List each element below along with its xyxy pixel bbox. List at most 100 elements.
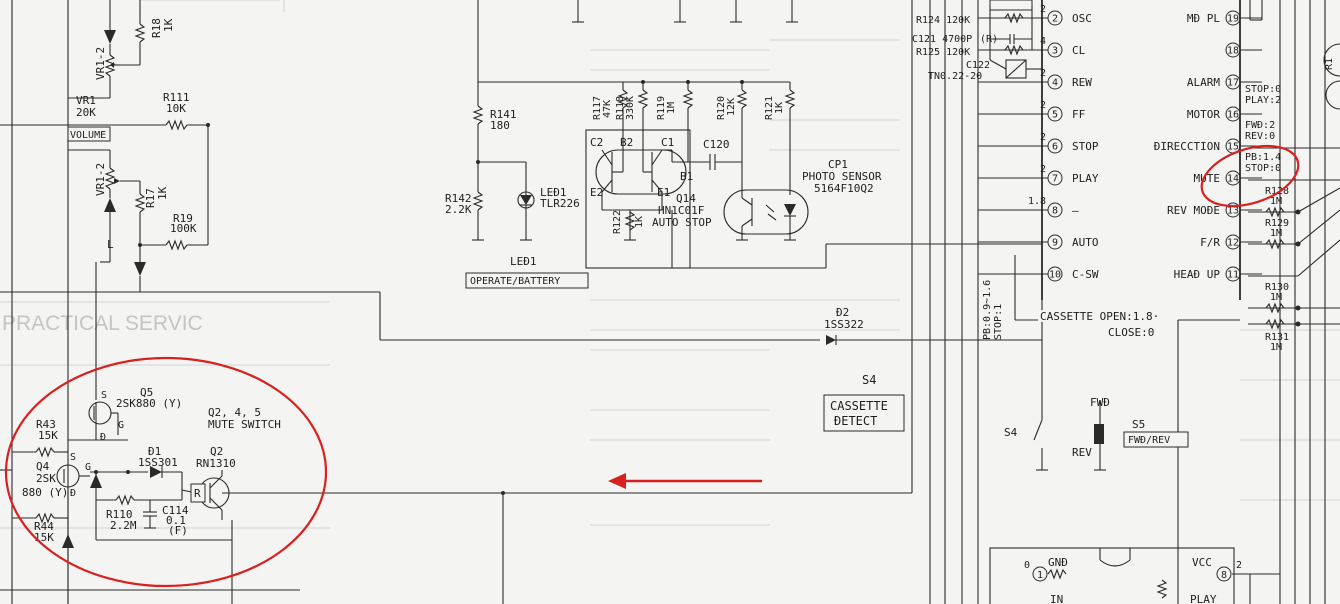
label-r19: R19 (173, 212, 193, 225)
left-volume-section: R18 1K VR1-2 VR1 20K VOLUME R111 10K VR1… (0, 0, 913, 604)
label-q4-s: S (70, 452, 76, 463)
label-operate-battery: OPERATE/BATTERY (470, 276, 560, 287)
ic-pin-number: 17 (1227, 78, 1239, 89)
label-r110-value: 2.2M (110, 519, 137, 532)
label-q4-part-b: 880 (Y) (22, 486, 68, 499)
label-q2: Q2 (210, 445, 223, 458)
label-b2: B2 (620, 136, 633, 149)
label-r128: R128 (1265, 186, 1289, 197)
label-cp1: CP1 (828, 158, 848, 171)
red-annotations (4, 144, 1300, 588)
label-r131: R131 (1265, 332, 1289, 343)
label-r125: R125 120K (916, 47, 970, 58)
ic-pin-circle (1047, 42, 1063, 58)
ic-pin-voltage: 2 (1040, 100, 1046, 111)
ic-pin-circle (1047, 138, 1063, 154)
label-q4-g: G (85, 462, 91, 473)
label-r130: R130 (1265, 282, 1289, 293)
ic-pin-voltage: 4 (1040, 36, 1046, 47)
ic-pin-circle (1047, 74, 1063, 90)
ic-pin-circle (1047, 234, 1063, 250)
ic-pin-number: 6 (1052, 142, 1058, 153)
label-r121-value: 1K (774, 102, 785, 114)
label-q14-desc: AUTO STOP (652, 216, 712, 229)
label-q5: Q5 (140, 386, 153, 399)
label-pb-voltage: PB:0.9~1.6 (982, 280, 993, 340)
label-d2: Ð2 (836, 306, 849, 319)
label-q2-part: RN1310 (196, 457, 236, 470)
note-play-2: PLAY:2 (1245, 95, 1281, 106)
label-r121: R121 (764, 96, 775, 120)
ic-pin-17: 17 ALARM (1187, 74, 1262, 90)
label-stop-voltage: STOP:1 (993, 304, 1004, 340)
ic-pin-number: 12 (1227, 238, 1239, 249)
middle-auto-stop-section: R141 180 R142 2.2K LEÐ1 TLR226 LEÐ1 OPER… (0, 0, 1042, 432)
label-vcc: VCC (1192, 556, 1212, 569)
label-c121-type: (R) (980, 34, 998, 45)
ic-pin-number: 7 (1052, 174, 1058, 185)
label-vr1-value: 20K (76, 106, 96, 119)
label-led1-part: TLR226 (540, 197, 580, 210)
label-q4-d: Ð (70, 488, 76, 499)
label-d2-part: 1SS322 (824, 318, 864, 331)
label-e2: E2 (590, 186, 603, 199)
note-stop-0-mute: STOP:0 (1245, 163, 1281, 174)
label-detect: ÐETECT (834, 414, 877, 428)
label-r17: R17 (144, 188, 157, 208)
label-r120-value: 12K (726, 98, 737, 116)
label-r43: R43 (36, 418, 56, 431)
label-r131-value: 1M (1270, 342, 1282, 353)
ic-pin-name: ALARM (1187, 76, 1220, 89)
ic-pin-name: MÐ PL (1187, 12, 1220, 25)
label-cp1-part: 5164F10Q2 (814, 182, 874, 195)
label-q14: Q14 (676, 192, 696, 205)
label-mute-switch: MUTE SWITCH (208, 418, 281, 431)
label-r110: R110 (106, 508, 133, 521)
label-d1: Ð1 (148, 445, 161, 458)
label-vcc-voltage: 2 (1236, 560, 1242, 571)
label-cassette: CASSETTE (830, 399, 888, 413)
label-r142: R142 (445, 192, 472, 205)
label-r44: R44 (34, 520, 54, 533)
label-play: PLAY (1190, 593, 1217, 604)
label-r124: R124 120K (916, 15, 970, 26)
label-c121: C121 4700P (912, 34, 972, 45)
note-stop-0: STOP:0 (1245, 84, 1281, 95)
label-mute-transistors: Q2, 4, 5 (208, 406, 261, 419)
label-r117: R117 (592, 96, 603, 120)
label-q4: Q4 (36, 460, 50, 473)
label-r122-value: 1K (634, 216, 645, 228)
ic-pin-name: AUTO (1072, 236, 1099, 249)
label-gnd: GNÐ (1048, 556, 1068, 569)
label-s5-desc: FWÐ/REV (1128, 435, 1170, 446)
label-r141: R141 (490, 108, 517, 121)
mute-switch-highlight-ellipse (4, 356, 328, 588)
ic-pin-voltage: 2 (1040, 132, 1046, 143)
label-vr1: VR1 (76, 94, 96, 107)
label-q4-part-a: 2SK (36, 472, 56, 485)
ic-pin-name: CL (1072, 44, 1086, 57)
label-r111: R111 (163, 91, 190, 104)
label-r17-value: 1K (156, 186, 169, 200)
note-fwd-2: FWÐ:2 (1245, 120, 1275, 131)
label-r117-value: 47K (602, 100, 613, 118)
label-led1-pin: LEÐ1 (540, 186, 567, 199)
label-r118-value: 330K (625, 96, 636, 120)
label-r44-value: 15K (34, 531, 54, 544)
label-c122: C122 (966, 60, 990, 71)
label-r119-value: 1M (666, 102, 677, 114)
ic-pin-name: OSC (1072, 12, 1092, 25)
label-r18: R18 (150, 18, 163, 38)
label-cassette-open: CASSETTE OPEN:1.8· (1040, 310, 1159, 323)
lower-ic-pin-8: 8 (1221, 570, 1227, 581)
ic-pin-voltage: 2 (1040, 4, 1046, 15)
ic-pin-name: MOTOR (1187, 108, 1220, 121)
